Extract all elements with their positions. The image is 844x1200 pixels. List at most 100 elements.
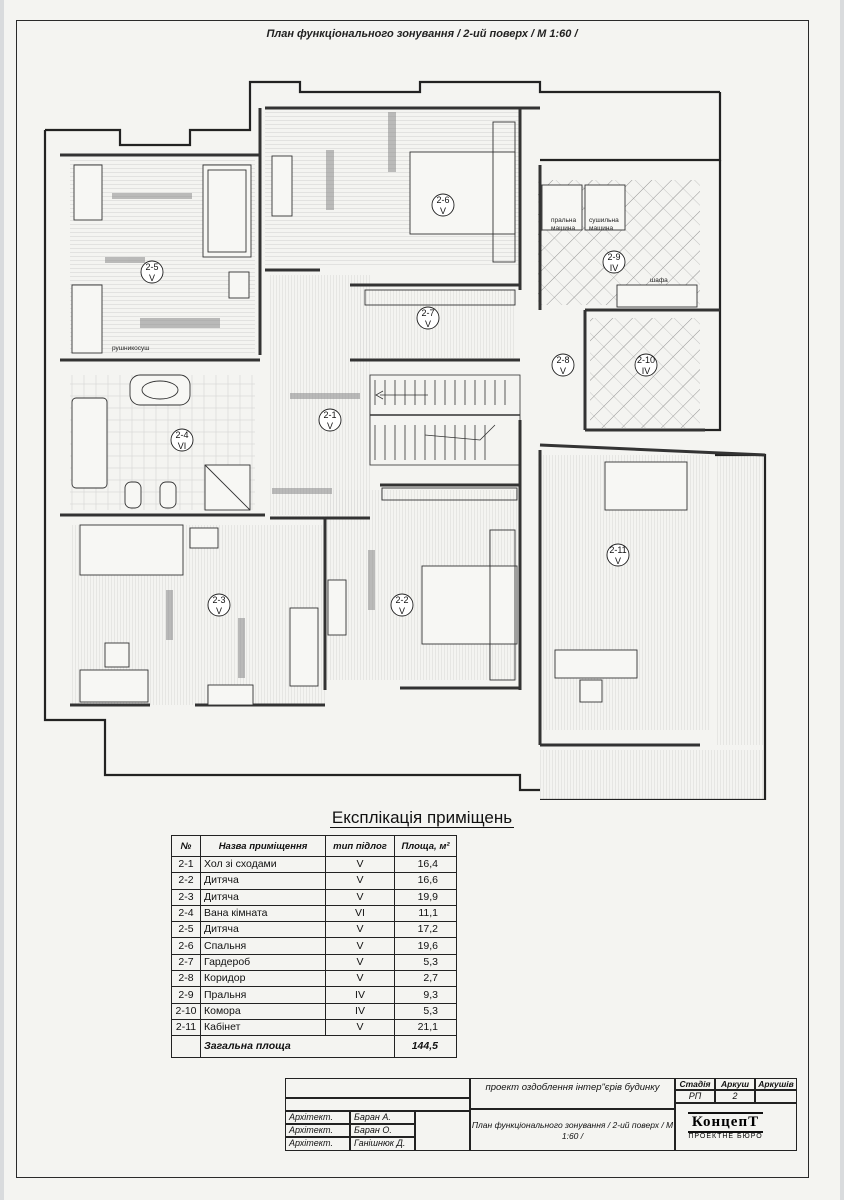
room-floor-class: V: [149, 273, 155, 283]
col-floor: тип підлог: [325, 835, 395, 857]
room-tag-2-6: [431, 193, 455, 217]
stage-header: Стадія: [675, 1078, 715, 1090]
person-1: Баран А.: [350, 1111, 415, 1124]
room-tag-2-10: [634, 353, 658, 377]
cell-floor: IV: [325, 1002, 395, 1020]
explication-table: № Назва приміщення тип підлог Площа, м² …: [171, 835, 457, 1059]
cell-no: 2-10: [171, 1002, 201, 1020]
cell-floor: IV: [325, 986, 395, 1004]
room-floor-class: V: [399, 606, 405, 616]
room-floor-class: V: [216, 606, 222, 616]
total-value: 144,5: [394, 1035, 457, 1059]
sheet-value: 2: [715, 1090, 755, 1103]
person-2: Баран О.: [350, 1124, 415, 1137]
washer-label: машина: [551, 225, 576, 232]
total-empty: [171, 1035, 201, 1059]
room-tag-2-7: [416, 306, 440, 330]
room-number: 2-5: [145, 262, 158, 272]
cell-name: Дитяча: [200, 888, 326, 906]
sheet-title: План функціонального зонування / 2-ий по…: [470, 1109, 675, 1151]
explication-title: Експлікація приміщень: [329, 808, 515, 828]
cell-name: Дитяча: [200, 872, 326, 890]
cell-floor: V: [325, 970, 395, 988]
cell-area: 5,3: [394, 1002, 457, 1020]
room-number: 2-7: [421, 308, 434, 318]
room-tag-2-8: [551, 353, 575, 377]
cell-area: 19,6: [394, 937, 457, 955]
dryer-label: машина: [589, 225, 614, 232]
cell-floor: V: [325, 888, 395, 906]
cell-no: 2-2: [171, 872, 201, 890]
table-header-row: № Назва приміщення тип підлог Площа, м²: [171, 835, 457, 857]
cell-no: 2-7: [171, 953, 201, 972]
room-number: 2-10: [637, 355, 655, 365]
room-floor-class: IV: [642, 366, 651, 376]
cell-area: 16,6: [394, 872, 457, 890]
room-number: 2-1: [323, 410, 336, 420]
cell-floor: VI: [325, 904, 395, 923]
cell-no: 2-5: [171, 921, 201, 939]
cell-area: 19,9: [394, 888, 457, 906]
col-name: Назва приміщення: [200, 835, 326, 857]
cell-no: 2-1: [171, 855, 201, 874]
drawing-frame: [16, 20, 809, 1178]
room-number: 2-4: [175, 430, 188, 440]
cell-no: 2-6: [171, 937, 201, 955]
cell-area: 2,7: [394, 970, 457, 988]
staircase: [369, 374, 521, 466]
room-tag-2-11: [606, 543, 630, 567]
room-number: 2-8: [556, 355, 569, 365]
cell-name: Спальня: [200, 937, 326, 955]
room-number: 2-2: [395, 595, 408, 605]
floor-plan: 2-6 V 2-5 V 2-7 V 2-8 V 2-9 IV 2-10 IV 2…: [43, 80, 767, 800]
col-no: №: [171, 835, 201, 857]
room-floor-class: V: [440, 206, 446, 216]
room-floor-class: V: [327, 421, 333, 431]
room-tag-2-3: [207, 593, 231, 617]
total-row: Загальна площа 144,5: [171, 1035, 457, 1059]
cell-floor: V: [325, 1018, 395, 1037]
cell-name: Пральня: [200, 986, 326, 1004]
room-number: 2-3: [212, 595, 225, 605]
cell-floor: V: [325, 872, 395, 890]
cell-name: Гардероб: [200, 953, 326, 972]
room-floor-class: V: [425, 319, 431, 329]
room-number: 2-6: [436, 195, 449, 205]
furniture: [71, 121, 698, 706]
room-floor-class: VI: [178, 441, 187, 451]
cell-no: 2-9: [171, 986, 201, 1004]
logo-subtitle: ПРОЕКТНЕ БЮРО: [688, 1133, 763, 1140]
cell-no: 2-8: [171, 970, 201, 988]
room-tag-2-1: [318, 408, 342, 432]
drawing-title: План функціонального зонування / 2-ий по…: [266, 28, 578, 40]
cell-area: 9,3: [394, 986, 457, 1004]
cell-area: 21,1: [394, 1018, 457, 1037]
cell-no: 2-11: [171, 1018, 201, 1037]
total-label: Загальна площа: [200, 1035, 395, 1059]
cell-area: 17,2: [394, 921, 457, 939]
logo-text: КонцепТ: [687, 1112, 764, 1133]
room-tag-2-4: [170, 428, 194, 452]
cell-name: Коридор: [200, 970, 326, 988]
room-number: 2-11: [609, 545, 626, 555]
sheets-header: Аркушів: [755, 1078, 797, 1090]
cell-name: Хол зі сходами: [200, 855, 326, 874]
role-2: Архітект.: [285, 1124, 350, 1137]
dryer-label: сушильна: [589, 217, 619, 224]
cell-area: 5,3: [394, 953, 457, 972]
cell-floor: V: [325, 953, 395, 972]
title-block: проект оздоблення інтер"єрів будинку Ста…: [285, 1078, 797, 1151]
washer-label: пральна: [551, 217, 577, 224]
cell-no: 2-3: [171, 888, 201, 906]
role-3: Архітект.: [285, 1137, 350, 1151]
